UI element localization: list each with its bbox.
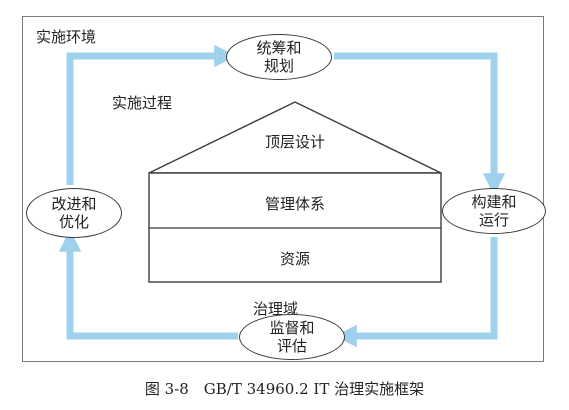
arrow-plan-to-build xyxy=(334,52,506,196)
implementation-environment-frame xyxy=(22,16,544,362)
build-node-line-1: 构建和 xyxy=(471,193,517,211)
environment-label: 实施环境 xyxy=(36,28,97,46)
monitor-node: 监督和 评估 xyxy=(239,314,345,360)
plan-node-line-1: 统筹和 xyxy=(256,39,302,57)
process-label: 实施过程 xyxy=(112,94,173,112)
build-node-line-2: 运行 xyxy=(478,211,509,229)
figure-caption: 图 3-8 GB/T 34960.2 IT 治理实施框架 xyxy=(144,380,425,398)
house-bottom-label: 资源 xyxy=(279,250,310,268)
plan-node: 统筹和 规划 xyxy=(226,34,332,80)
improve-node-line-1: 改进和 xyxy=(51,195,97,213)
house-roof-label: 顶层设计 xyxy=(264,133,325,151)
monitor-node-line-1: 监督和 xyxy=(269,319,315,337)
improve-node-line-2: 优化 xyxy=(58,213,89,231)
arrow-build-to-monitor xyxy=(334,237,498,348)
improve-node: 改进和 优化 xyxy=(26,188,122,238)
build-node: 构建和 运行 xyxy=(442,188,546,234)
house-middle-label: 管理体系 xyxy=(264,195,325,213)
arrow-improve-to-plan xyxy=(66,44,237,185)
arrow-monitor-to-improve xyxy=(58,229,238,340)
plan-node-line-2: 规划 xyxy=(263,57,294,75)
monitor-node-line-2: 评估 xyxy=(276,337,307,355)
